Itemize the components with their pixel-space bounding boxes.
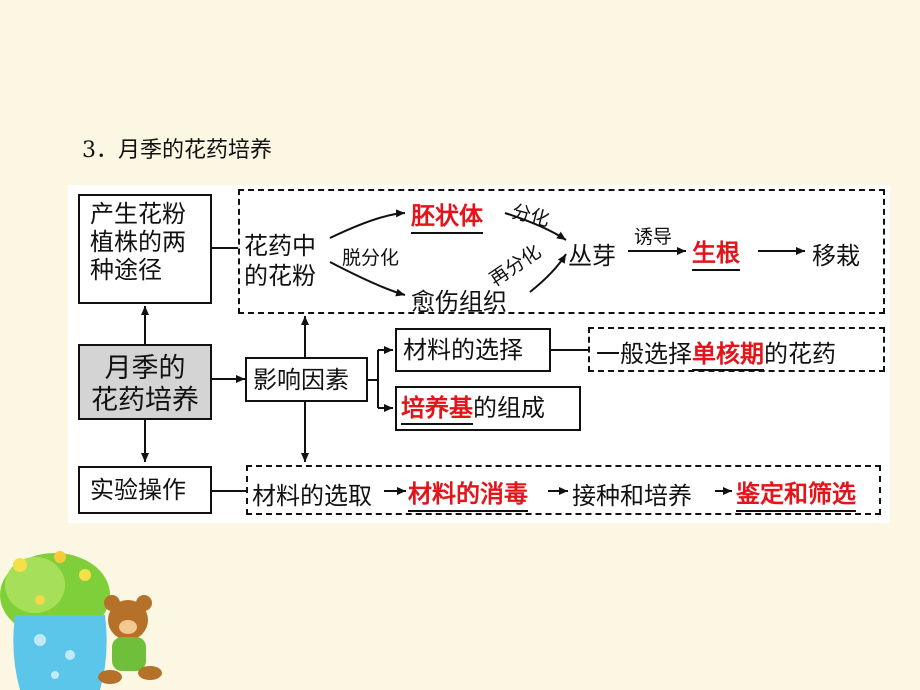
uninucleate-stage: 单核期 bbox=[692, 339, 764, 371]
medium-key: 培养基 bbox=[401, 393, 473, 425]
callus-node: 愈伤组织 bbox=[411, 288, 507, 316]
center-line1: 月季的 bbox=[104, 353, 186, 384]
section-heading: 3．月季的花药培养 bbox=[82, 138, 272, 163]
operation-label: 实验操作 bbox=[90, 476, 186, 504]
material-note: 一般选择单核期的花药 bbox=[596, 334, 836, 371]
influencing-factors-box: 影响因素 bbox=[245, 357, 368, 402]
op-step-select: 材料的选取 bbox=[252, 482, 372, 510]
two-pathways-line2: 植株的两 bbox=[90, 228, 186, 256]
pollen-in-anther-l2: 的花粉 bbox=[244, 262, 316, 290]
two-pathways-box: 产生花粉 植株的两 种途径 bbox=[78, 194, 212, 304]
material-note-post: 的花药 bbox=[764, 340, 836, 368]
operation-dashed-region bbox=[246, 465, 881, 515]
experiment-operation-box: 实验操作 bbox=[78, 466, 212, 514]
rooting-node: 生根 bbox=[692, 233, 740, 271]
bear-flowerpot-illustration bbox=[0, 551, 162, 690]
factors-label: 影响因素 bbox=[253, 366, 349, 394]
label-induce: 诱导 bbox=[634, 226, 673, 248]
embryoid-node: 胚状体 bbox=[411, 196, 483, 234]
medium-post: 的组成 bbox=[473, 394, 545, 422]
op-step-disinfect: 材料的消毒 bbox=[408, 474, 528, 512]
two-pathways-line1: 产生花粉 bbox=[90, 200, 186, 228]
anther-culture-center-box: 月季的 花药培养 bbox=[78, 344, 212, 420]
transplant-node: 移栽 bbox=[812, 242, 860, 270]
material-note-pre: 一般选择 bbox=[596, 340, 692, 368]
center-line2: 花药培养 bbox=[91, 385, 199, 416]
label-dedifferentiation: 脱分化 bbox=[342, 247, 400, 269]
shoot-node: 丛芽 bbox=[568, 242, 616, 270]
pathways-dashed-region bbox=[238, 189, 885, 314]
material-note-dashed bbox=[588, 327, 885, 372]
medium-composition-box: 培养基的组成 bbox=[395, 386, 581, 431]
op-step-identify: 鉴定和筛选 bbox=[736, 474, 856, 512]
pollen-in-anther-l1: 花药中 bbox=[244, 232, 316, 260]
two-pathways-line3: 种途径 bbox=[90, 256, 162, 284]
op-step-inoculate: 接种和培养 bbox=[572, 482, 692, 510]
material-selection-label: 材料的选择 bbox=[403, 336, 523, 364]
material-selection-box: 材料的选择 bbox=[395, 328, 551, 372]
